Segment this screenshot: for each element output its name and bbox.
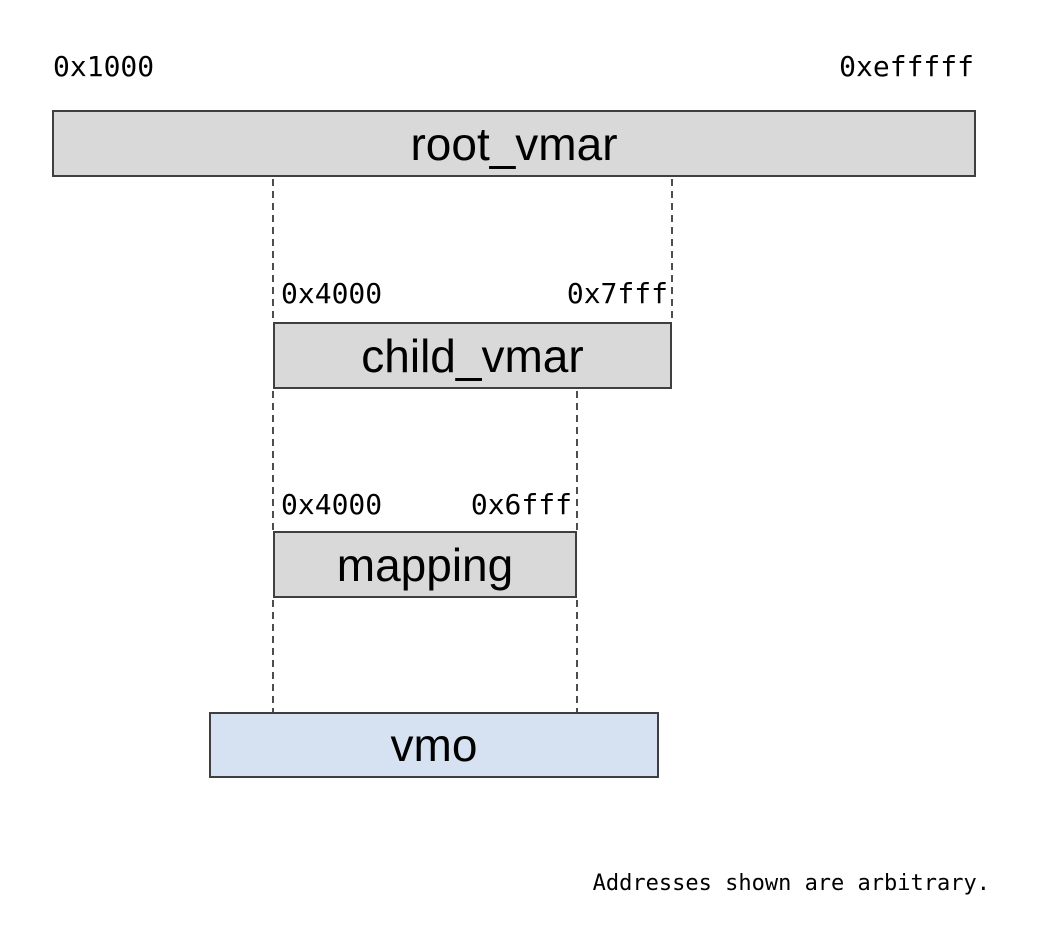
root-vmar-start-address-label: 0x1000 bbox=[53, 50, 155, 83]
root-to-child-right-connector bbox=[671, 179, 673, 322]
root-vmar-end-address-label: 0xefffff bbox=[839, 50, 974, 83]
child-to-mapping-left-connector bbox=[272, 391, 274, 531]
child-vmar-box-label: child_vmar bbox=[361, 329, 584, 382]
root-to-child-left-connector bbox=[272, 179, 274, 322]
root-vmar-box: root_vmar bbox=[52, 110, 976, 177]
child-to-mapping-right-connector bbox=[576, 391, 578, 531]
vmo-box-label: vmo bbox=[390, 719, 478, 771]
mapping-box-label: mapping bbox=[336, 538, 514, 591]
mapping-start-address-label: 0x4000 bbox=[281, 488, 383, 521]
child-vmar-box: child_vmar bbox=[273, 322, 672, 389]
root-vmar-box-label: root_vmar bbox=[410, 117, 618, 170]
footnote: Addresses shown are arbitrary. bbox=[592, 871, 990, 896]
vmo-box: vmo bbox=[209, 712, 659, 778]
child-vmar-start-address-label: 0x4000 bbox=[281, 277, 383, 310]
child-vmar-end-address-label: 0x7fff bbox=[566, 277, 668, 310]
mapping-to-vmo-right-connector bbox=[576, 600, 578, 712]
mapping-end-address-label: 0x6fff bbox=[470, 488, 572, 521]
mapping-to-vmo-left-connector bbox=[272, 600, 274, 712]
mapping-box: mapping bbox=[273, 531, 577, 598]
